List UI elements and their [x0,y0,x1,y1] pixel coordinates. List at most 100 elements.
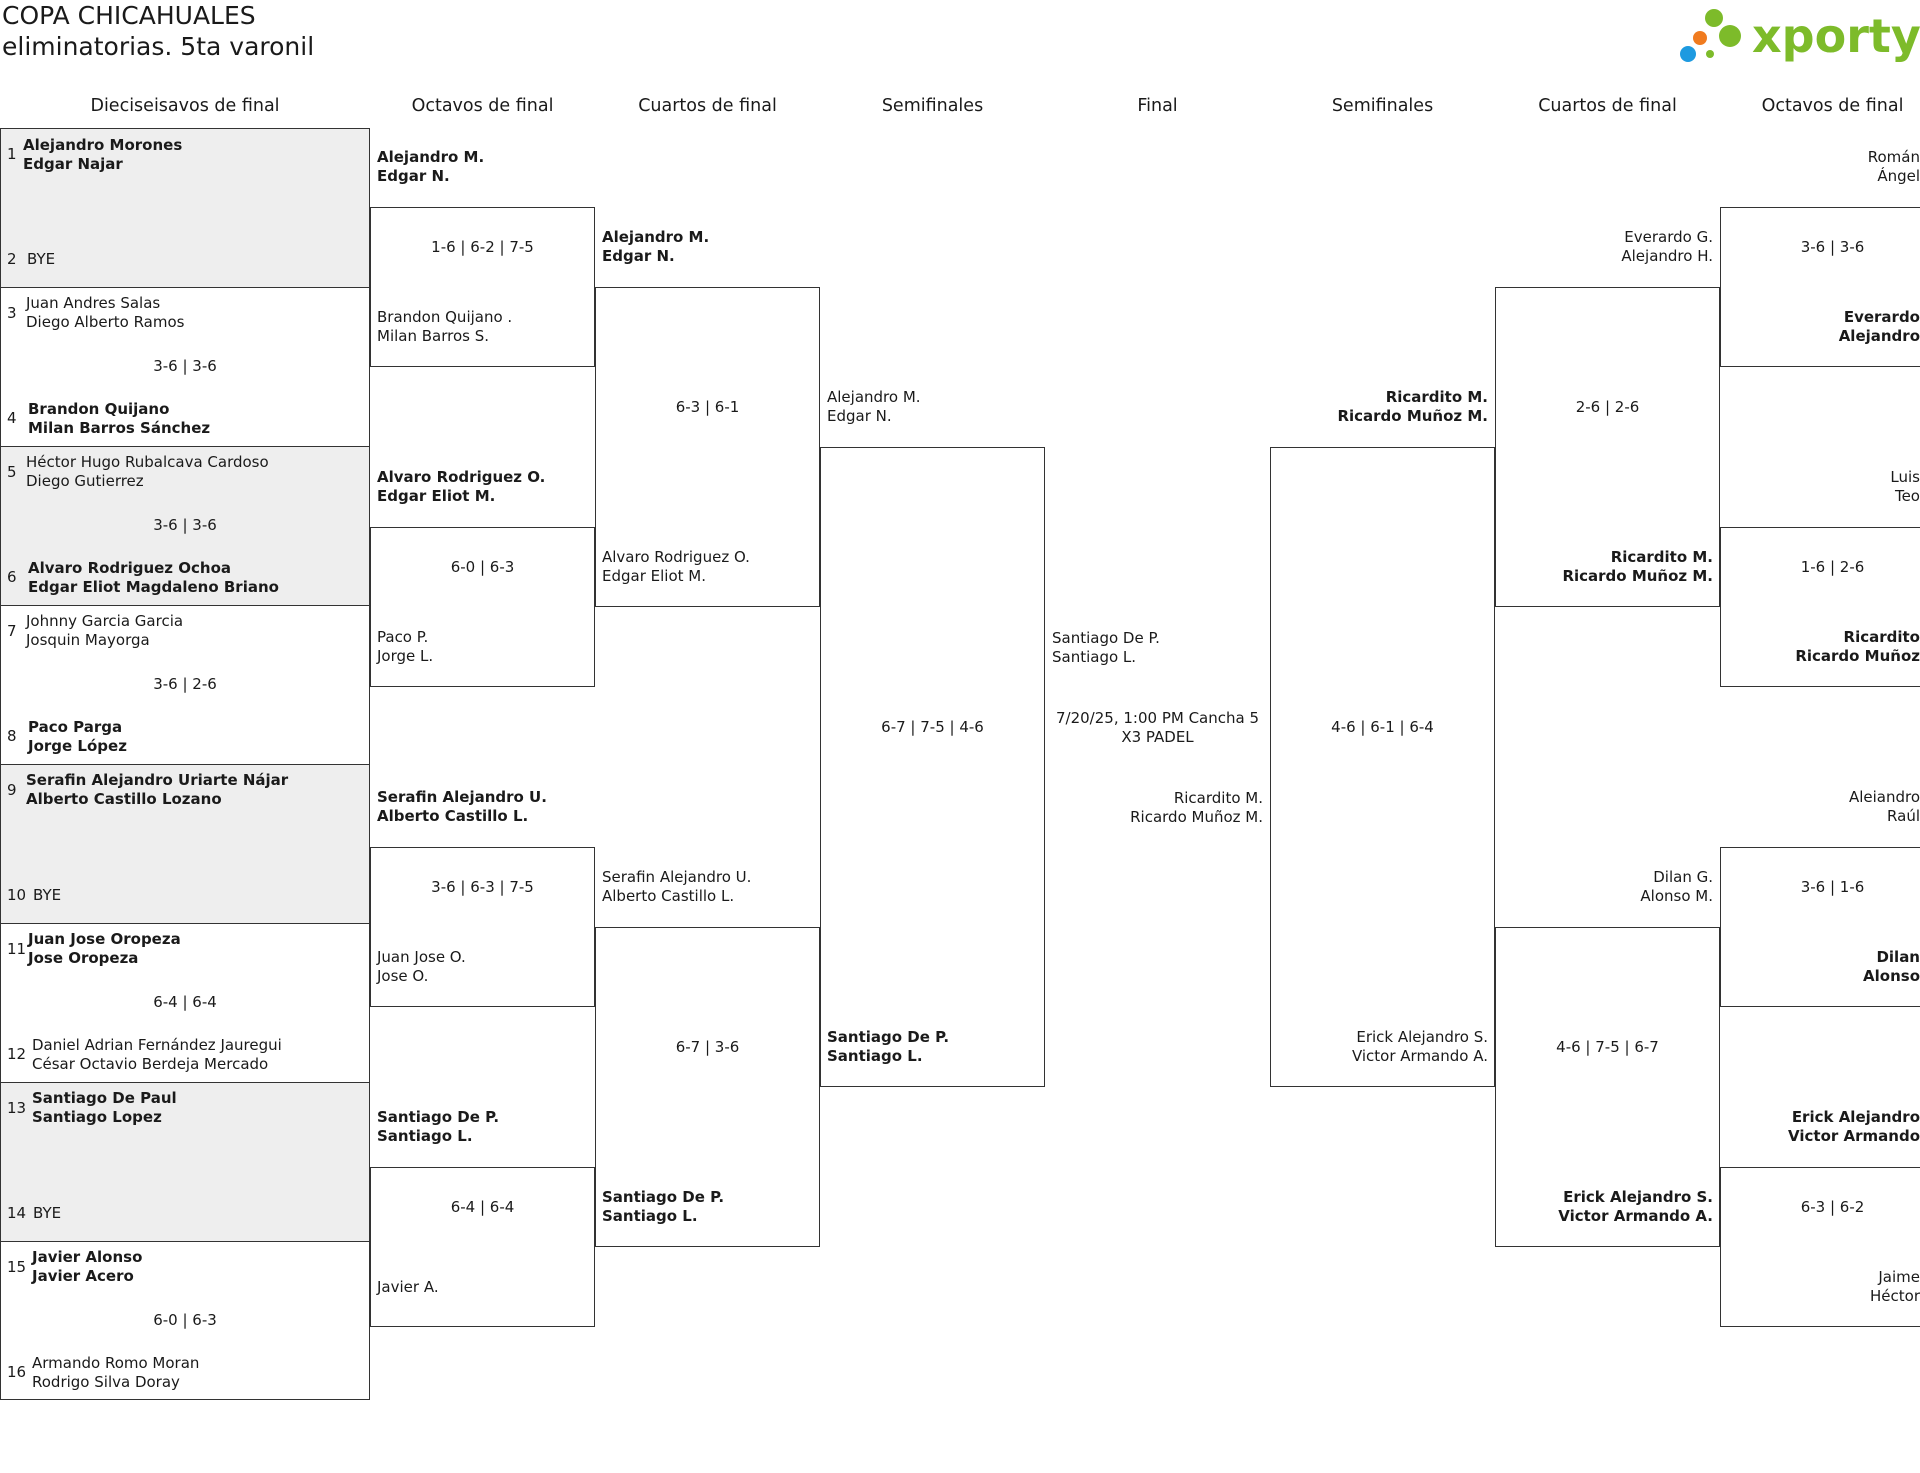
qf-right-match-2[interactable] [1495,927,1720,1247]
r32-match-2[interactable] [0,287,370,447]
team-name: Santiago De Paul [32,1089,177,1107]
team-name: Diego Gutierrez [26,472,144,490]
final-venue: X3 PADEL [1121,728,1194,746]
sf-right-match[interactable] [1270,447,1495,1087]
r32-match-4[interactable] [0,605,370,765]
team-name: Ricardo Muñoz [1795,647,1920,665]
team-name: Alejandro Morones [23,136,183,154]
team-name: Edgar N. [602,247,675,265]
qf-right-match-1[interactable] [1495,287,1720,607]
team-name: Alvaro Rodriguez Ochoa [28,559,231,577]
r16-left-match-3[interactable] [370,847,595,1007]
r16-right-match-3[interactable] [1720,847,1920,1007]
team-name: Jaime [1878,1268,1920,1286]
team-name: Dilan G. [1653,868,1713,886]
slot-number: 11 [7,940,27,958]
tournament-subtitle: eliminatorias. 5ta varonil [2,32,315,61]
slot-number: 1 [7,145,17,163]
team-name: Ricardo Muñoz M. [1337,407,1488,425]
team-name: Héctor Hugo Rubalcava Cardoso [26,453,269,471]
slot-number: 3 [7,304,17,322]
team-name: Serafin Alejandro U. [377,788,547,806]
team-name: Ricardito [1843,628,1920,646]
match-score: 2-6 | 2-6 [1575,398,1640,416]
r16-right-match-1[interactable] [1720,207,1920,367]
team-name: Milan Barros S. [377,327,490,345]
slot-number: 9 [7,781,17,799]
match-score: 6-0 | 6-3 [450,558,515,576]
team-name: Javier Alonso [32,1248,143,1266]
slot-number: 14 [7,1204,27,1222]
match-score: 1-6 | 6-2 | 7-5 [431,238,534,256]
slot-number: 10 [7,886,27,904]
team-name: Ricardito M. [1385,388,1488,406]
r16-left-match-1[interactable] [370,207,595,367]
team-name: Serafin Alejandro Uriarte Nájar [26,771,289,789]
match-score: 4-6 | 6-1 | 6-4 [1331,718,1434,736]
r32-match-5[interactable] [0,764,370,924]
team-name: Brandon Quijano [28,400,170,418]
r16-right-match-2[interactable] [1720,527,1920,687]
slot-number: 8 [7,727,17,745]
team-name: Edgar Eliot M. [377,487,496,505]
final-schedule: 7/20/25, 1:00 PM Cancha 5 [1056,709,1259,727]
team-name: Alvaro Rodriguez O. [377,468,546,486]
team-name: Erick Alejandro S. [1356,1028,1488,1046]
column-header-sf-right: Semifinales [1331,96,1434,116]
sf-left-match[interactable] [820,447,1045,1087]
team-name: Javier Acero [32,1267,134,1285]
team-name: Alonso M. [1640,887,1713,905]
logo-text: xporty [1752,9,1920,63]
team-name: Brandon Quijano . [377,308,513,326]
column-header-r16-right: Octavos de final [1761,96,1904,116]
qf-left-match-1[interactable] [595,287,820,607]
column-header-r32: Dieciseisavos de final [90,96,280,116]
match-score: 6-0 | 6-3 [153,1311,217,1329]
team-name: Victor Armando [1788,1127,1920,1145]
team-name: Juan Andres Salas [26,294,161,312]
match-score: 6-7 | 7-5 | 4-6 [881,718,984,736]
r32-match-1[interactable] [0,128,370,288]
team-name: Edgar N. [827,407,892,425]
team-name: César Octavio Berdeja Mercado [32,1055,269,1073]
team-name: Everardo [1843,308,1920,326]
team-name: Ricardito M. [1610,548,1713,566]
r16-right-match-4[interactable] [1720,1167,1920,1327]
r16-left-match-4[interactable] [370,1167,595,1327]
team-name: Jose O. [377,967,429,985]
r32-match-8[interactable] [0,1241,370,1400]
r16-left-match-2[interactable] [370,527,595,687]
team-name: Diego Alberto Ramos [26,313,185,331]
team-name: Alberto Castillo L. [377,807,529,825]
team-name: Ángel [1877,167,1920,185]
r32-match-7[interactable] [0,1082,370,1242]
tournament-title: COPA CHICAHUALES [2,1,256,30]
team-name: Jorge L. [377,647,434,665]
slot-number: 6 [7,568,17,586]
team-name: Victor Armando A. [1558,1207,1713,1225]
team-name: Jose Oropeza [28,949,139,967]
column-header-sf-left: Semifinales [881,96,984,116]
team-name: Santiago De P. [827,1028,950,1046]
match-score: 6-3 | 6-1 [675,398,740,416]
bye-label: BYE [27,250,56,268]
team-name: Johnny Garcia Garcia [26,612,184,630]
qf-left-match-2[interactable] [595,927,820,1247]
slot-number: 15 [7,1258,27,1276]
match-score: 3-6 | 3-6 [1800,238,1865,256]
slot-number: 13 [7,1099,27,1117]
team-name: Alejandro M. [827,388,921,406]
team-name: Paco P. [377,628,429,646]
team-name: Santiago De P. [377,1108,500,1126]
team-name: Edgar N. [377,167,450,185]
match-score: 6-4 | 6-4 [450,1198,515,1216]
r32-match-6[interactable] [0,923,370,1083]
finalist-name: Santiago De P. [1052,629,1160,647]
team-name: Aleiandro [1848,788,1920,806]
team-name: Héctor [1870,1287,1920,1305]
slot-number: 5 [7,463,17,481]
slot-number: 12 [7,1045,27,1063]
team-name: Santiago De P. [602,1188,725,1206]
team-name: Santiago L. [377,1127,473,1145]
bye-label: BYE [33,886,62,904]
